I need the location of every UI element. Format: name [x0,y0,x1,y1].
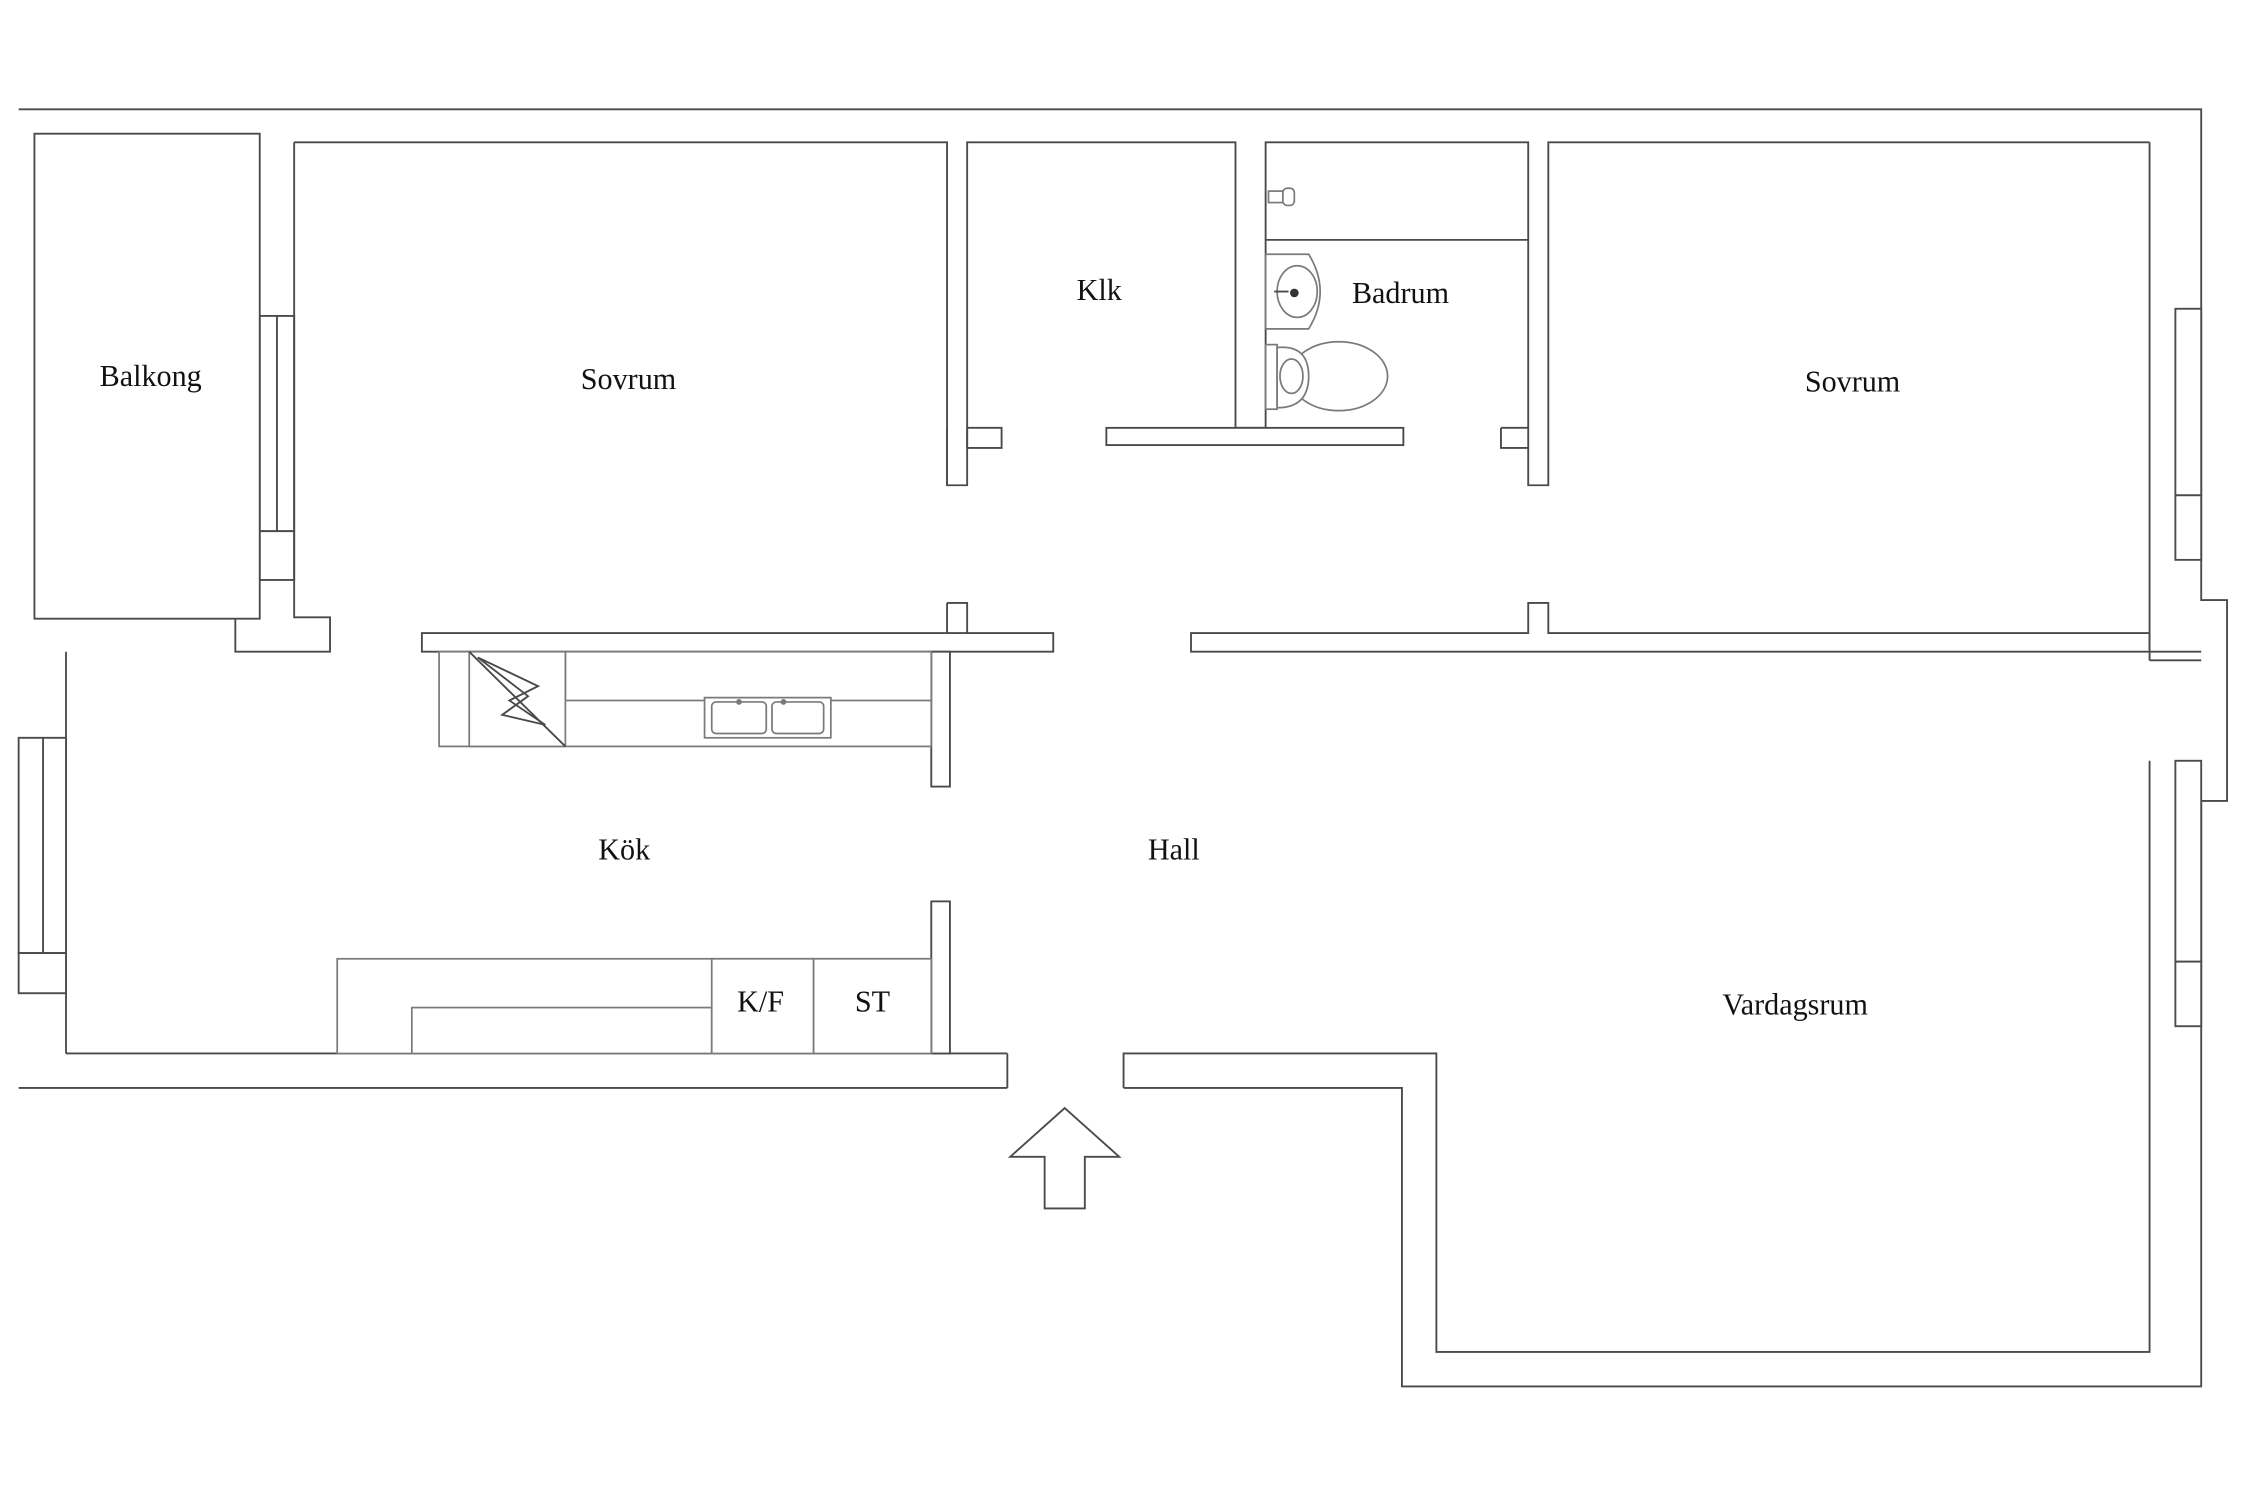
upper-cabinet [564,650,933,702]
room-label-badrum: Badrum [1352,276,1449,310]
room-label-hall: Hall [1148,833,1200,867]
interior-walls [33,132,2202,1055]
outer-walls [18,108,2228,1388]
room-label-balkong: Balkong [100,359,202,393]
fridge-freezer: K/F [710,957,815,1055]
kitchen-fixtures: K/F ST [336,650,933,1055]
kitchen-sink-icon [703,696,832,739]
room-label-sovrum-right: Sovrum [1805,365,1900,399]
tap-icon [1267,187,1296,207]
counter-cabinet [410,1006,713,1055]
toilet-icon [1264,340,1389,412]
room-label-vardagsrum: Vardagsrum [1722,987,1868,1021]
stove: ST [812,957,933,1055]
fridge-freezer-label: K/F [737,985,784,1019]
electrical-panel-icon [468,650,567,748]
bathroom-fixtures [1264,187,1389,412]
room-label-kok: Kök [598,833,651,867]
room-labels: Balkong Sovrum Klk Badrum Sovrum Kök Hal… [100,273,1901,1022]
washbasin-icon [1264,253,1322,330]
entrance-arrow-icon [1007,1106,1122,1210]
room-label-sovrum-left: Sovrum [581,362,676,396]
room-label-klk: Klk [1077,273,1123,307]
stove-label: ST [855,985,890,1019]
windows [17,307,2203,1028]
